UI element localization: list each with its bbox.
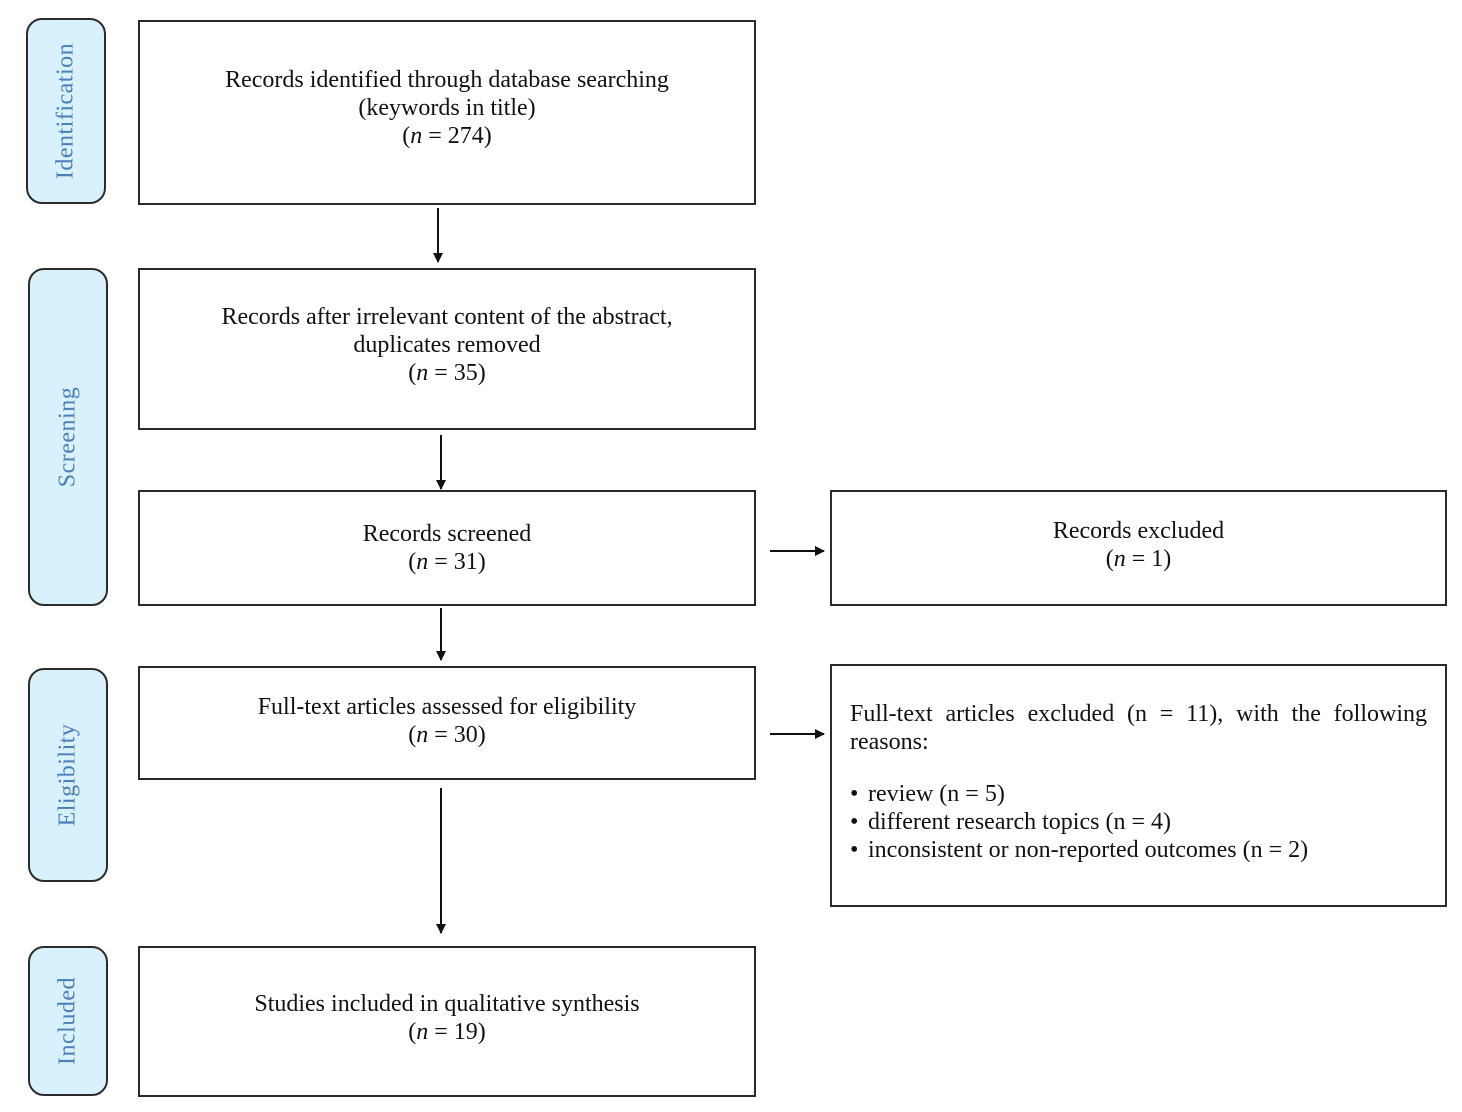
exclusion-reason: review (n = 5) [850,780,1427,808]
fulltext-assessed-text: Full-text articles assessed for eligibil… [257,694,637,720]
exclusion-reason: different research topics (n = 4) [850,808,1427,836]
exclusion-reason: inconsistent or non-reported outcomes (n… [850,836,1427,864]
box-records-excluded: Records excluded (n = 1) [830,490,1447,606]
stage-screening: Screening [28,268,108,606]
studies-included-text: Studies included in qualitative synthesi… [254,990,640,1017]
box-records-identified: Records identified through database sear… [138,20,756,205]
records-after-removal-subtext: duplicates removed [353,332,541,358]
stage-identification-label: Identification [52,42,79,180]
exclusion-reasons-list: review (n = 5) different research topics… [850,780,1427,864]
records-screened-count: (n = 31) [408,549,486,575]
records-excluded-count: (n = 1) [1105,546,1172,572]
stage-eligibility-label: Eligibility [54,723,81,827]
box-records-after-removal: Records after irrelevant content of the … [138,268,756,430]
records-after-removal-text: Records after irrelevant content of the … [221,304,673,330]
stage-included-label: Included [54,977,81,1065]
fulltext-assessed-count: (n = 30) [408,722,486,748]
box-fulltext-assessed: Full-text articles assessed for eligibil… [138,666,756,780]
stage-included: Included [28,946,108,1096]
records-identified-subtext: (keywords in title) [358,94,536,121]
stage-screening-label: Screening [54,386,81,488]
records-excluded-text: Records excluded [1052,518,1225,544]
records-identified-text: Records identified through database sear… [225,66,669,93]
box-studies-included: Studies included in qualitative synthesi… [138,946,756,1097]
stage-identification: Identification [26,18,106,204]
records-identified-count: (n = 274) [402,122,492,149]
box-fulltext-excluded: Full-text articles excluded (n = 11), wi… [830,664,1447,907]
records-after-removal-count: (n = 35) [408,360,486,386]
studies-included-count: (n = 19) [408,1018,486,1045]
records-screened-text: Records screened [362,521,532,547]
fulltext-excluded-heading: Full-text articles excluded (n = 11), wi… [850,701,1427,755]
box-records-screened: Records screened (n = 31) [138,490,756,606]
stage-eligibility: Eligibility [28,668,108,882]
